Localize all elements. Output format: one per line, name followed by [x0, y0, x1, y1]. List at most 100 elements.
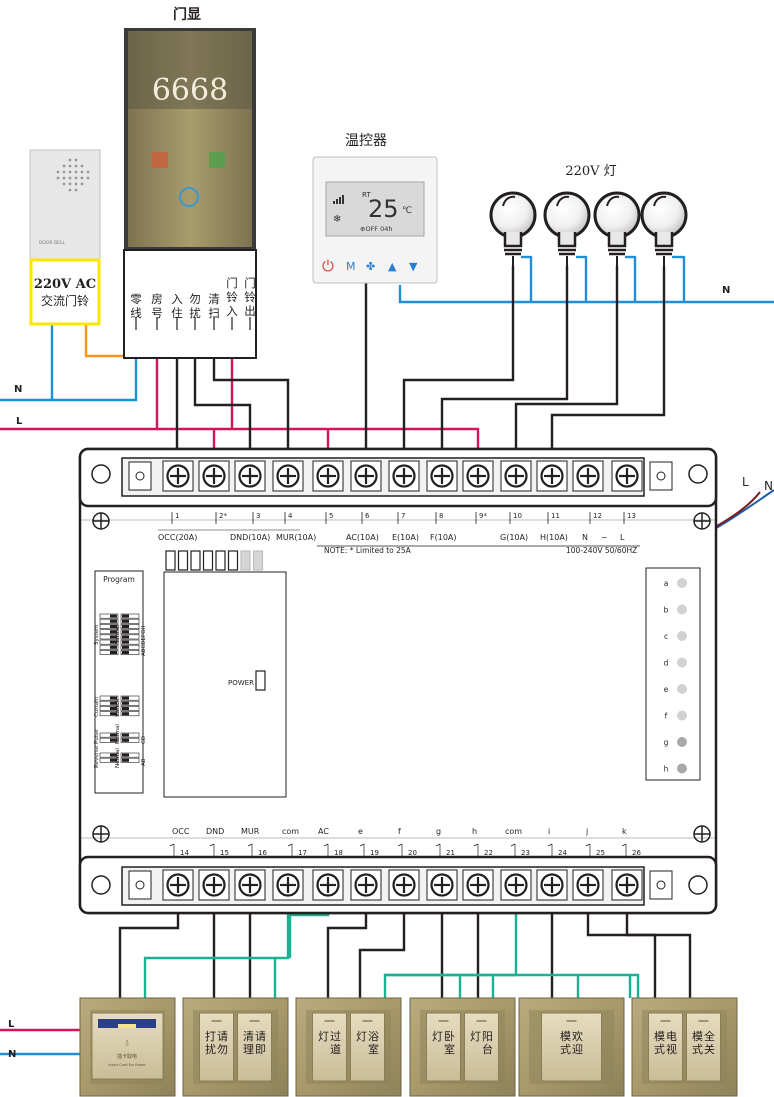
output-led — [677, 657, 687, 668]
door-display: 门显 6668 — [123, 6, 257, 359]
mur-indicator-icon — [209, 152, 225, 168]
door-terminal-label: 房 — [151, 292, 163, 306]
terminal-screw-bottom-16[interactable] — [234, 869, 266, 901]
output-led-label: d — [664, 659, 669, 668]
switch-key[interactable]: 阳台灯 — [464, 1012, 499, 1082]
terminal-screw-bottom-21[interactable] — [426, 869, 458, 901]
terminal-screw-top-7[interactable] — [388, 460, 420, 492]
top-output-labels: OCC(20A)DND(10A)MUR(10A)AC(10A)E(10A)F(1… — [158, 529, 625, 542]
top-output-label: N — [582, 533, 588, 542]
switch-key-label: 理 — [243, 1043, 254, 1056]
switch-key-label: 欢 — [572, 1029, 583, 1043]
switch-key-label: 关 — [704, 1042, 715, 1056]
door-terminal-label: 出 — [244, 304, 256, 318]
terminal-screw-top-13[interactable] — [611, 460, 643, 492]
bottom-terminal-number: 17 — [298, 849, 307, 857]
switch-key[interactable]: 浴室灯 — [350, 1012, 385, 1082]
terminal-screw-bottom-25[interactable] — [572, 869, 604, 901]
snowflake-icon: ❄ — [333, 214, 341, 225]
terminal-screw-top-10[interactable] — [500, 460, 532, 492]
bell-button-icon — [179, 187, 199, 207]
doorbell-brand: DOOR BELL — [39, 240, 66, 246]
terminal-screw-bottom-23[interactable] — [500, 869, 532, 901]
output-led-label: b — [664, 606, 669, 615]
power-button-icon: ⏻ — [322, 257, 334, 275]
terminal-screw-bottom-17[interactable] — [272, 869, 304, 901]
fan-button-icon: ✤ — [366, 260, 375, 273]
card-switch-text: 插卡取电 — [117, 1053, 137, 1060]
dip-label: Normal — [115, 748, 121, 768]
signal-icon — [333, 195, 344, 204]
thermostat-rt: RT — [362, 191, 371, 199]
output-led — [677, 578, 687, 588]
bottom-terminal-number: 23 — [521, 849, 530, 857]
terminal-screw-top-1[interactable] — [162, 460, 194, 492]
door-terminal-label: 线 — [130, 306, 142, 320]
switch-panel-3: 卧室灯阳台灯 — [409, 997, 516, 1097]
terminal-screw-bottom-18[interactable] — [312, 869, 344, 901]
switch-key[interactable]: 卧室灯 — [426, 1012, 461, 1082]
terminal-screw-top-5[interactable] — [312, 460, 344, 492]
program-label: Program — [103, 575, 135, 584]
door-terminal-label: 门 — [244, 276, 256, 290]
switch-key[interactable]: 过道灯 — [312, 1012, 347, 1082]
terminal-screw-top-11[interactable] — [536, 460, 568, 492]
down-button-icon: ▼ — [409, 260, 418, 273]
power-label: POWER — [228, 679, 254, 687]
thermostat-status: ⊕OFF 04h — [360, 225, 393, 233]
switch-panels: ⇩插卡取电Insert Card For Power 请勿打扰请即清理 过道灯浴室灯… — [79, 997, 738, 1097]
terminal-screw-top-8[interactable] — [426, 460, 458, 492]
terminal-screw-top-4[interactable] — [272, 460, 304, 492]
terminal-screw-top-2[interactable] — [198, 460, 230, 492]
mode-button: M — [346, 260, 356, 273]
door-terminal-label: 扫 — [208, 306, 220, 320]
output-led-label: f — [665, 712, 668, 721]
output-led — [677, 604, 687, 615]
switch-key-label: 式 — [692, 1043, 703, 1056]
switch-key-label: 阳 — [482, 1030, 493, 1043]
bottom-input-label: DND — [206, 827, 224, 836]
terminal-screw-top-12[interactable] — [572, 460, 604, 492]
door-terminal-label: 勿 — [189, 292, 201, 306]
terminal-screw-top-9[interactable] — [462, 460, 494, 492]
dip-label: Normal — [115, 724, 121, 744]
top-terminal-number: 3 — [256, 512, 260, 520]
terminal-screw-bottom-22[interactable] — [462, 869, 494, 901]
terminal-screw-bottom-20[interactable] — [388, 869, 420, 901]
door-terminal-label: 铃 — [244, 290, 256, 304]
terminal-screw-bottom-26[interactable] — [611, 869, 643, 901]
lamp-bulb-icon — [489, 191, 537, 266]
output-led — [677, 763, 687, 774]
dip-label: ABCDEFGH — [141, 625, 147, 656]
wire-label-l-right: L — [742, 475, 749, 489]
top-output-label: F(10A) — [430, 533, 457, 542]
lamps — [489, 191, 688, 266]
switch-key-label: 电 — [666, 1030, 677, 1043]
bottom-input-label: k — [622, 827, 627, 836]
terminal-screw-top-3[interactable] — [234, 460, 266, 492]
status-led — [215, 550, 226, 571]
terminal-screw-top-6[interactable] — [350, 460, 382, 492]
bottom-input-label: com — [282, 827, 299, 836]
top-output-label: L — [620, 533, 625, 542]
terminal-screw-bottom-19[interactable] — [350, 869, 382, 901]
status-led — [240, 550, 251, 571]
top-output-label: AC(10A) — [346, 533, 379, 542]
terminal-screw-bottom-15[interactable] — [198, 869, 230, 901]
switch-key-label: 式 — [560, 1043, 571, 1056]
terminal-screw-bottom-24[interactable] — [536, 869, 568, 901]
lamp-bulb-icon — [543, 191, 591, 266]
door-number: 6668 — [152, 73, 228, 108]
terminal-screw-bottom-14[interactable] — [162, 869, 194, 901]
bottom-input-label: OCC — [172, 827, 190, 836]
top-output-label: OCC(20A) — [158, 533, 197, 542]
